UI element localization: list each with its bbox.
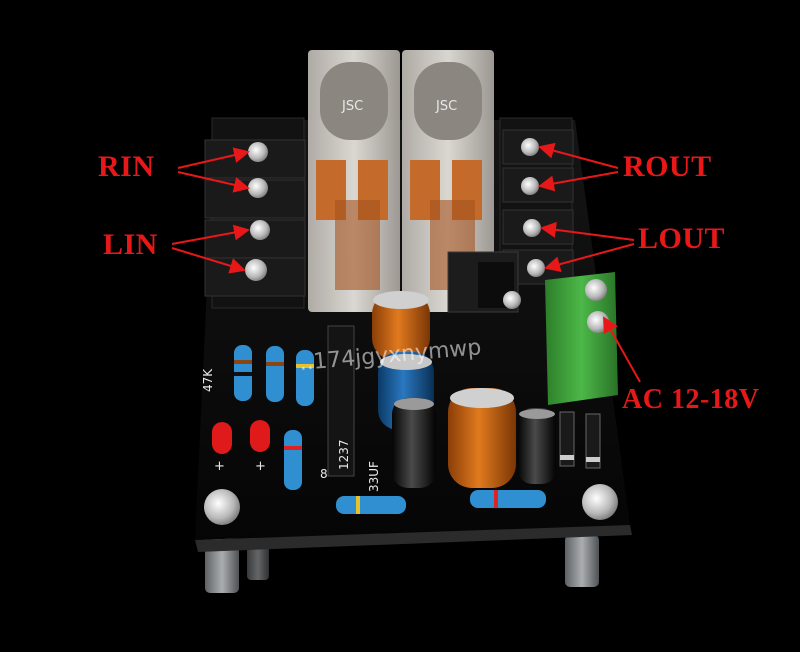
capacitor-orange-top xyxy=(372,291,430,360)
screw-terminal-lin-2 xyxy=(245,259,267,281)
capacitor-value-text: 33UF xyxy=(367,461,381,492)
mounting-screws xyxy=(204,484,618,525)
label-lout: LOUT xyxy=(638,222,726,255)
callout-arrows xyxy=(171,142,641,383)
label-rout: ROUT xyxy=(623,150,712,183)
svg-text:+: + xyxy=(214,459,225,474)
ic-code-text: 1237 xyxy=(337,439,351,470)
relay-left: JSC xyxy=(308,50,400,312)
screw-terminal-rout-2 xyxy=(521,177,539,195)
label-rin: RIN xyxy=(98,150,155,183)
capacitor-orange-large xyxy=(448,388,516,488)
screw-terminal-lin-1 xyxy=(250,220,270,240)
ic-chip: 1237 8 xyxy=(320,325,355,481)
screw-terminal-rout-1 xyxy=(521,138,539,156)
label-ac-voltage: AC 12-18V xyxy=(622,384,760,415)
screw-terminal-lout-1 xyxy=(523,219,541,237)
resistors xyxy=(234,345,546,514)
capacitor-black-small xyxy=(518,408,556,484)
ic-pin-text: 8 xyxy=(320,467,328,481)
relay-right-mark: JSC xyxy=(435,99,457,114)
screw-terminal-rin-2 xyxy=(248,178,268,198)
left-terminal-block xyxy=(204,117,306,309)
relay-left-mark: JSC xyxy=(341,99,363,114)
leds: + + xyxy=(212,420,270,474)
screw-terminal-rin-1 xyxy=(248,142,268,162)
svg-text:+: + xyxy=(255,459,266,474)
screw-terminal-lout-2 xyxy=(527,259,545,277)
silkscreen-47k: 47K xyxy=(201,368,215,392)
voltage-regulator-heatsink xyxy=(447,251,521,313)
label-lin: LIN xyxy=(103,228,158,261)
ac-power-terminal xyxy=(545,272,618,405)
diodes xyxy=(559,411,601,469)
capacitor-black-large: 33UF xyxy=(367,398,436,492)
relay-right: JSC xyxy=(402,50,494,312)
